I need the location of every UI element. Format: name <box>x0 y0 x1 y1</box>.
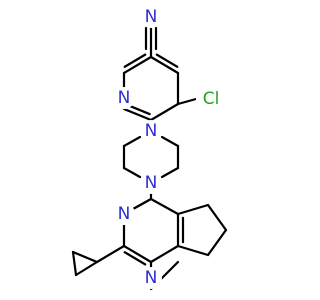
bond-pyr-c3-c4 <box>149 55 180 75</box>
bond-pyr-c5-c6 <box>149 102 180 122</box>
structure-diagram: N N Cl N N N N <box>71 6 228 291</box>
bond-pip-1 <box>122 135 142 148</box>
atom-piperazine-n1: N <box>145 121 158 141</box>
bond-pym-c7a-n1 <box>149 244 180 264</box>
atom-pyrimidine-n1: N <box>145 268 158 288</box>
molecule-canvas: N N Cl N N N N <box>71 6 228 291</box>
bond-c2-cyclopropyl <box>95 244 126 264</box>
bond-cpr-3 <box>74 260 99 277</box>
bond-cp-1 <box>176 203 210 216</box>
bond-cp-2 <box>206 203 228 232</box>
bond-pip-4 <box>160 135 180 148</box>
bond-pym-c2-n1 <box>122 244 153 264</box>
atom-chlorine: Cl <box>203 89 220 109</box>
bond-pym-c2-n1-inner <box>123 251 147 266</box>
bond-pip-6 <box>160 166 180 179</box>
bond-pyr-n-c6 <box>122 107 153 122</box>
bond-cp-3 <box>206 228 228 257</box>
bond-cpr-1 <box>71 250 99 264</box>
atom-piperazine-n4: N <box>145 173 158 193</box>
bond-pyr-c3-c2-inner <box>123 53 147 68</box>
bond-pip-3 <box>122 166 142 179</box>
atom-label-layer: N N Cl N N N N <box>113 6 226 289</box>
bond-pyr-c3-c2 <box>122 55 153 75</box>
atom-pyrimidine-n3: N <box>118 204 131 224</box>
bond-c-cl <box>176 97 198 106</box>
bond-cp-4 <box>176 244 210 257</box>
bond-cpr-2 <box>71 250 78 277</box>
bond-pyr-c3-c4-inner <box>155 53 179 68</box>
bond-layer <box>71 26 228 291</box>
atom-pyridine-n: N <box>118 88 131 108</box>
atom-nitrile-n: N <box>145 7 158 27</box>
bond-pyr-n-c6-inner <box>128 104 151 116</box>
bond-pym-c4-c4a <box>149 197 180 216</box>
